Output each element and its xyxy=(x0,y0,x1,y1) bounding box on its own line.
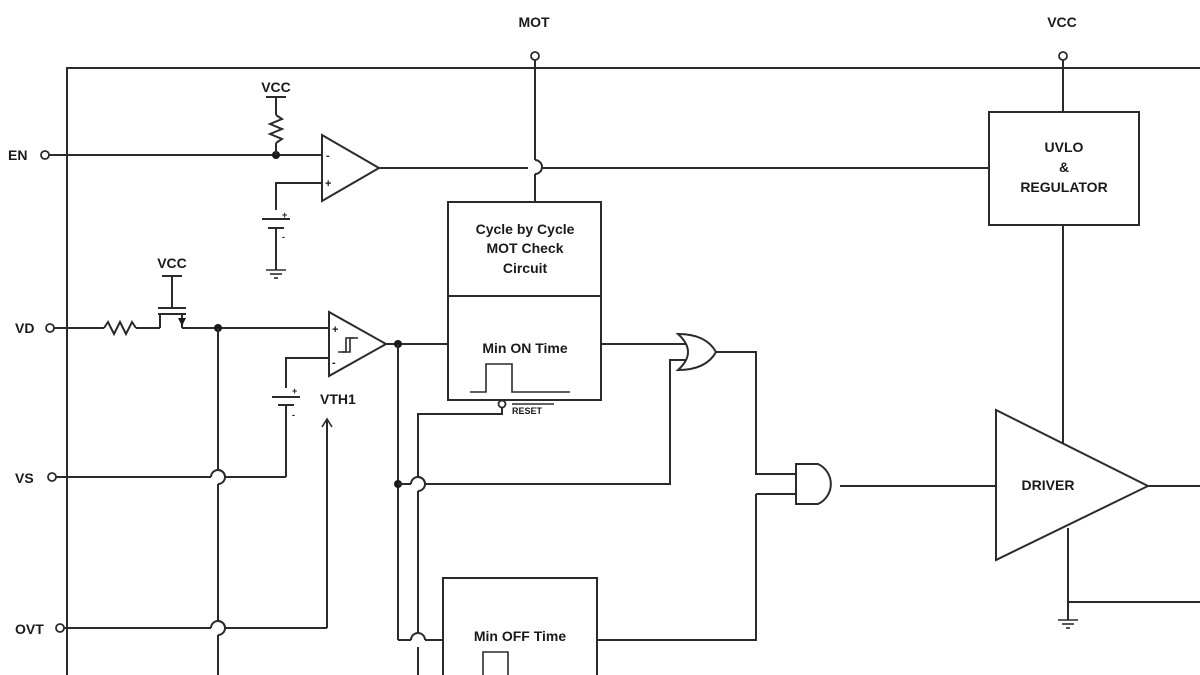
min-on-time-label: Min ON Time xyxy=(482,340,568,356)
hysteresis-symbol-2 xyxy=(342,337,358,353)
comparator-vd-minus: - xyxy=(332,357,336,369)
comparator-vd-plus: + xyxy=(332,324,338,336)
pin-vcc-top xyxy=(1058,51,1068,61)
driver-label: DRIVER xyxy=(1022,477,1075,493)
pin-label-en: EN xyxy=(8,147,27,163)
comparator-en xyxy=(321,133,381,203)
battery-vd-plus: + xyxy=(292,386,297,396)
min-off-time-block xyxy=(442,577,598,675)
and-gate xyxy=(795,463,832,505)
battery-en-plus: + xyxy=(282,210,287,220)
pin-label-ovt: OVT xyxy=(15,621,44,637)
mot-check-block xyxy=(447,201,602,297)
wire-vs-or-b xyxy=(425,359,686,485)
wire-to-min-off-hop xyxy=(410,632,426,641)
min-off-time-label: Min OFF Time xyxy=(474,628,567,644)
vth1-arrow xyxy=(321,417,333,428)
vcc-en-pullup-label: VCC xyxy=(261,79,291,95)
vth1-label: VTH1 xyxy=(320,391,356,407)
min-off-pulse-icon xyxy=(482,651,509,675)
min-on-pulse-icon xyxy=(470,363,570,393)
wire-vs-or-hop xyxy=(410,476,426,485)
uvlo-regulator-block xyxy=(988,111,1140,226)
pin-ovt xyxy=(55,623,65,633)
pin-mot xyxy=(530,51,540,61)
vcc-switch-label: VCC xyxy=(157,255,187,271)
mot-check-line-2: MOT Check xyxy=(486,240,563,256)
reset-pin xyxy=(497,399,507,409)
pin-label-vd: VD xyxy=(15,320,34,336)
wire-en-ref xyxy=(275,182,322,210)
pin-en xyxy=(40,150,50,160)
pin-label-vcc-top: VCC xyxy=(1047,14,1077,30)
wire-ovt-hop xyxy=(210,620,226,629)
wire-vd-ref xyxy=(285,357,329,388)
pin-label-mot: MOT xyxy=(518,14,550,30)
wire-reset xyxy=(417,408,503,477)
wire-min-off-out xyxy=(597,494,757,641)
or-gate xyxy=(675,332,718,372)
pin-vs xyxy=(47,472,57,482)
chip-outline xyxy=(66,67,1200,675)
comparator-vd xyxy=(328,310,389,378)
mot-check-line-1: Cycle by Cycle xyxy=(476,221,575,237)
driver-block xyxy=(995,408,1151,562)
uvlo-line-1: UVLO xyxy=(1045,139,1084,155)
pin-vd xyxy=(45,323,55,333)
reset-label: RESET xyxy=(512,406,543,416)
wire-mot-hop xyxy=(534,159,543,175)
resistor-vd xyxy=(103,319,137,337)
wire-or-to-and xyxy=(716,351,796,475)
battery-en-minus: - xyxy=(282,232,285,242)
comparator-en-plus: + xyxy=(325,178,331,190)
uvlo-line-3: REGULATOR xyxy=(1020,179,1107,195)
comparator-en-minus: - xyxy=(326,150,330,162)
min-on-time-block xyxy=(447,295,602,401)
resistor-en-pullup xyxy=(267,114,285,144)
pin-label-vs: VS xyxy=(15,470,34,486)
battery-vd-minus: - xyxy=(292,410,295,420)
uvlo-line-2: & xyxy=(1059,159,1069,175)
switch-arrow xyxy=(178,318,186,326)
wire-vs-hop xyxy=(210,469,226,478)
mot-check-line-3: Circuit xyxy=(503,260,548,276)
